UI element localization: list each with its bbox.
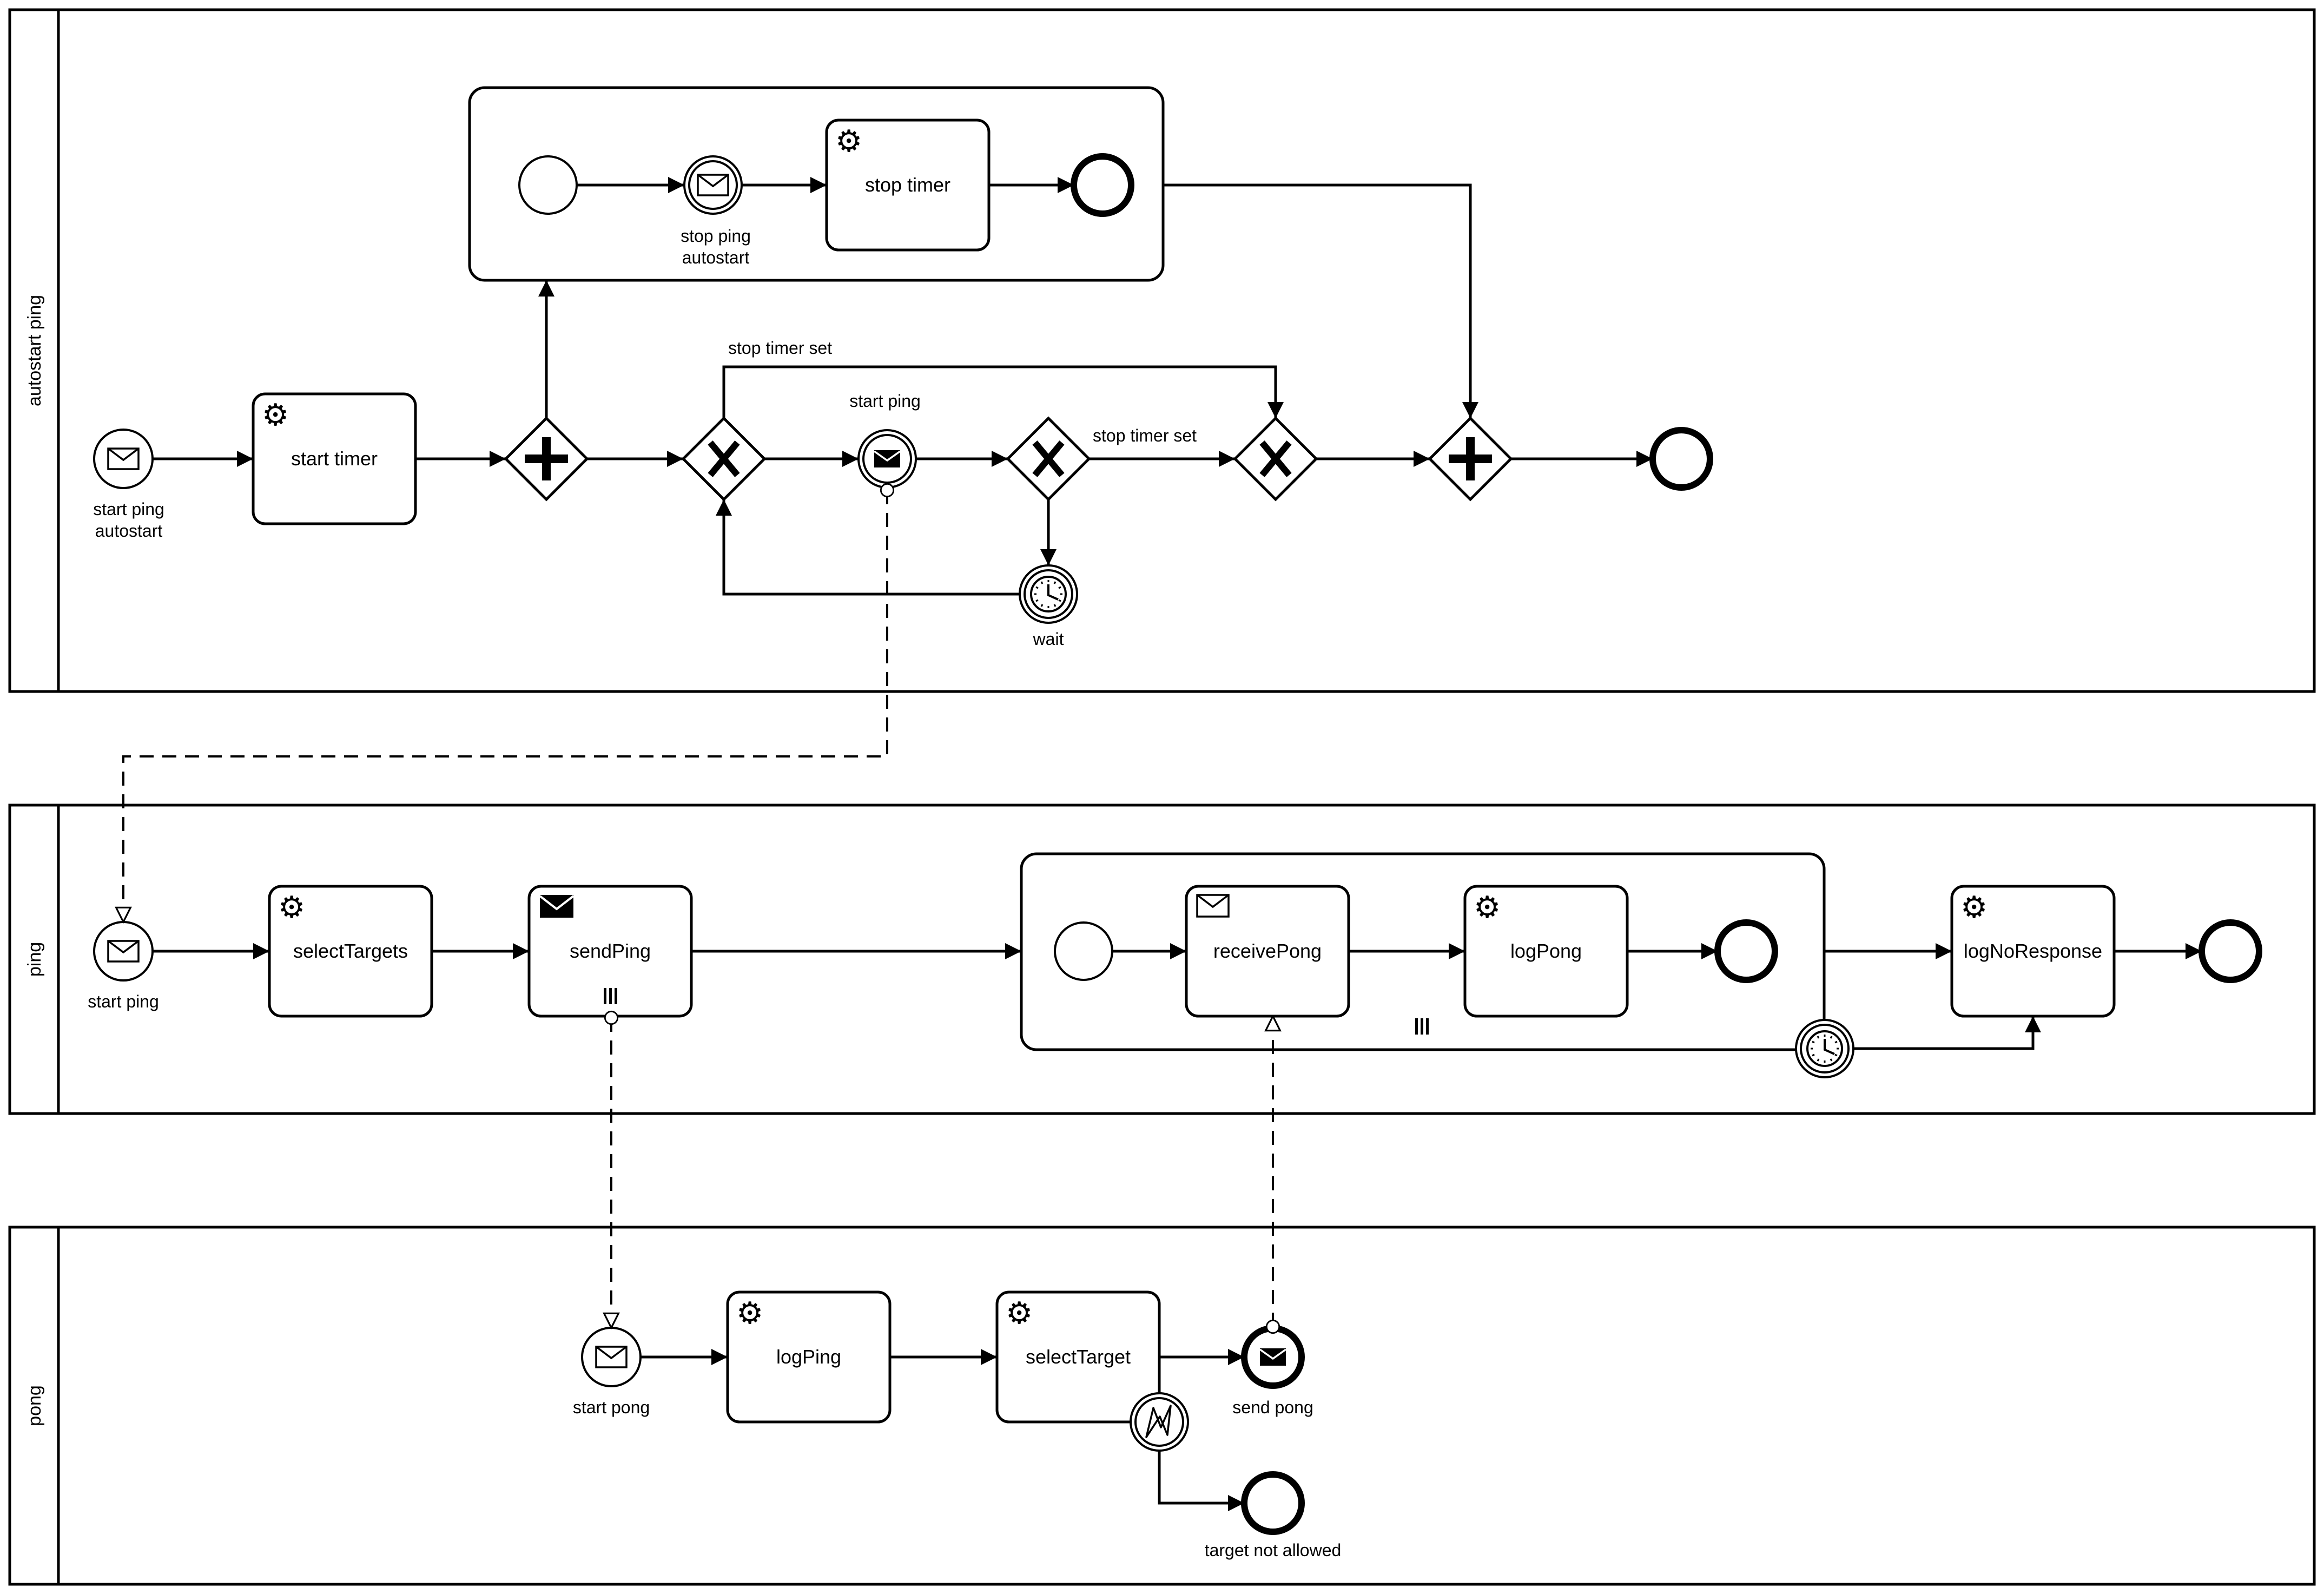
multi-instance-marker [604, 988, 617, 1004]
sequence-flow [1158, 1451, 1244, 1511]
clock-icon [1806, 1030, 1843, 1067]
event-label: wait [1033, 629, 1064, 649]
clock-icon [1030, 576, 1067, 612]
task-label: selectTarget [1026, 1346, 1131, 1368]
end-event[interactable] [1071, 153, 1134, 217]
event-label: start ping [88, 992, 159, 1011]
timer-catch-event[interactable] [1019, 564, 1078, 624]
envelope-icon [1196, 894, 1230, 918]
task-label: logPong [1510, 940, 1582, 962]
task-select-target[interactable]: ⚙ selectTarget [995, 1290, 1161, 1424]
task-label: logNoResponse [1964, 940, 2102, 962]
end-event[interactable] [1241, 1471, 1305, 1535]
task-label: start timer [291, 447, 378, 470]
end-event[interactable] [1649, 427, 1713, 491]
multi-instance-marker [1415, 1018, 1429, 1035]
task-log-no-response[interactable]: ⚙ logNoResponse [1950, 885, 2116, 1018]
event-label: send pong [1232, 1398, 1313, 1417]
pool-pong: pong [8, 1226, 2316, 1586]
message-throw-event[interactable] [857, 429, 917, 489]
flow-label: stop timer set [728, 338, 832, 358]
gear-icon: ⚙ [1006, 1296, 1033, 1331]
message-start-event[interactable] [581, 1327, 642, 1387]
envelope-filled-icon [539, 895, 575, 918]
gear-icon: ⚙ [1960, 890, 1988, 925]
gear-icon: ⚙ [1474, 890, 1501, 925]
start-event[interactable] [1054, 921, 1113, 981]
task-start-timer[interactable]: ⚙ start timer [252, 392, 417, 525]
task-log-ping[interactable]: ⚙ logPing [726, 1290, 892, 1424]
task-label: sendPing [570, 940, 651, 962]
flow-label: stop timer set [1093, 426, 1197, 445]
exclusive-gateway[interactable] [1006, 416, 1091, 502]
message-flow [123, 490, 887, 922]
message-flows [123, 490, 1273, 1328]
sequence-flow [716, 499, 1020, 596]
parallel-gateway-fork[interactable] [504, 416, 589, 502]
exclusive-gateway[interactable] [681, 416, 767, 502]
task-receive-pong[interactable]: receivePong [1185, 885, 1350, 1018]
pool-label: ping [24, 942, 45, 977]
envelope-filled-icon [874, 450, 900, 467]
sequence-flow [1853, 1016, 2041, 1050]
sequence-flow [722, 365, 1284, 418]
error-boundary-event[interactable] [1130, 1392, 1189, 1452]
message-start-event[interactable] [93, 429, 154, 489]
gear-icon: ⚙ [262, 398, 289, 433]
task-stop-timer[interactable]: ⚙ stop timer [825, 118, 991, 252]
exclusive-gateway[interactable] [1233, 416, 1318, 502]
pool-label: pong [24, 1385, 45, 1426]
pool-ping: ping [8, 803, 2316, 1115]
end-event[interactable] [1714, 919, 1778, 983]
sequence-flow [1163, 183, 1478, 418]
task-label: stop timer [865, 174, 950, 196]
message-start-event[interactable] [93, 921, 154, 982]
gear-icon: ⚙ [736, 1296, 763, 1331]
task-select-targets[interactable]: ⚙ selectTargets [268, 885, 433, 1018]
task-label: receivePong [1213, 940, 1322, 962]
gear-icon: ⚙ [835, 124, 862, 159]
envelope-filled-icon [1260, 1348, 1286, 1366]
pool-label: autostart ping [24, 295, 45, 406]
task-label: selectTargets [293, 940, 408, 962]
end-event[interactable] [2198, 919, 2262, 983]
gear-icon: ⚙ [278, 890, 305, 925]
task-send-ping[interactable]: sendPing [527, 885, 693, 1018]
message-catch-event[interactable] [683, 155, 743, 215]
error-icon [1145, 1405, 1172, 1438]
event-label: start ping [849, 391, 921, 411]
task-label: logPing [776, 1346, 841, 1368]
timer-boundary-event[interactable] [1795, 1019, 1854, 1078]
parallel-gateway-join[interactable] [1428, 416, 1513, 502]
event-label: target not allowed [1205, 1540, 1342, 1560]
event-label: start pong [573, 1398, 650, 1417]
pool-autostart-ping: autostart ping [8, 8, 2316, 693]
start-event[interactable] [518, 155, 578, 215]
sequence-flows [153, 177, 2202, 1511]
message-end-event[interactable] [1241, 1325, 1305, 1389]
task-log-pong[interactable]: ⚙ logPong [1463, 885, 1629, 1018]
